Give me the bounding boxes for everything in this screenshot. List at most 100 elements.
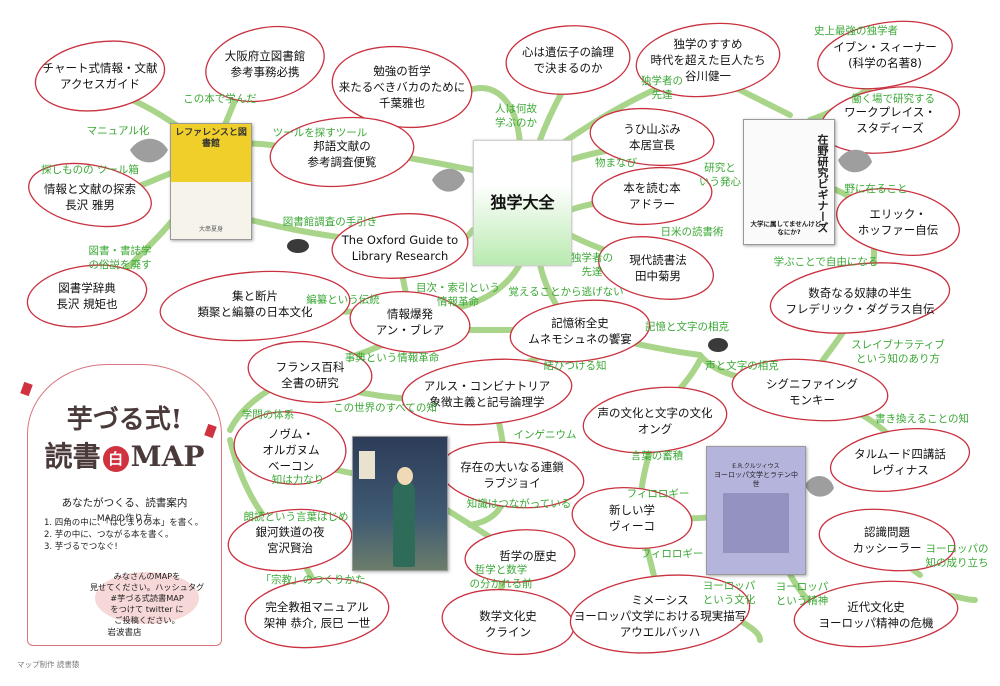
- title-line2-left: 読書: [44, 440, 101, 473]
- book-node-ninshiki[interactable]: 認識問題 カッシーラー: [853, 524, 922, 556]
- howto-step: 2. 芋の中に、つながる本を書く。: [44, 530, 174, 540]
- book-node-signify[interactable]: シグニファイング モンキー: [766, 376, 858, 408]
- book-node-label: エリック・ ホッファー自伝: [857, 207, 939, 237]
- book-node-toshogaku[interactable]: 図書学辞典 長沢 規矩也: [56, 280, 117, 312]
- link-label: この本で学んだ: [183, 93, 257, 105]
- book-node-tetsugaku[interactable]: 哲学の歴史: [499, 548, 557, 564]
- credit: マップ制作 読書猿: [17, 660, 80, 669]
- link-label: 学問の体系: [241, 409, 295, 421]
- link-label: 研究と いう発心: [699, 162, 741, 188]
- link-label: 言葉の蓄積: [630, 450, 684, 462]
- link-label: 独学者の 先達: [641, 75, 683, 101]
- link-label: 働く場で研究する: [851, 93, 935, 105]
- book-cover-galaxy-manga: [352, 436, 448, 571]
- link-label: マニュアル化: [86, 125, 150, 137]
- title-line2-right: MAP: [130, 440, 205, 473]
- link-label: 朗読という言葉はじめ: [243, 511, 349, 523]
- book-node-galaxy[interactable]: 銀河鉄道の夜 宮沢賢治: [256, 524, 325, 556]
- book-node-eric[interactable]: エリック・ ホッファー自伝: [858, 206, 939, 238]
- mole-icon: [708, 338, 728, 352]
- book-node-sagashi[interactable]: 情報と文献の探索 長沢 雅男: [44, 181, 136, 213]
- link-label: インゲニウム: [513, 429, 577, 441]
- book-node-shu-dan[interactable]: 集と断片 類聚と編纂の日本文化: [198, 288, 313, 320]
- book-node-atarashii[interactable]: 新しい学 ヴィーコ: [609, 502, 655, 534]
- book-node-label: 独学のすすめ 時代を超えた巨人たち 谷川健一: [650, 37, 766, 83]
- publisher: 岩波書店: [107, 628, 142, 638]
- book-node-hojin[interactable]: 邦語文献の 参考調査便覧: [308, 138, 377, 170]
- book-node-label: チャート式情報・文献 アクセスガイド: [42, 61, 158, 91]
- link-label: 物まなび: [595, 157, 637, 169]
- book-node-joho-bakuhatsu[interactable]: 情報爆発 アン・ブレア: [376, 306, 445, 338]
- title-line1: 芋づる式!: [66, 405, 183, 435]
- book-node-label: 数学文化史 クライン: [479, 609, 537, 639]
- book-node-label: 現代読書法 田中菊男: [629, 253, 687, 283]
- book-node-sonzai[interactable]: 存在の大いなる連鎖 ラブジョイ: [460, 459, 564, 491]
- book-node-label: うひ山ぶみ 本居宣長: [623, 122, 681, 152]
- book-node-osaka[interactable]: 大阪府立図書館 参考事務必携: [225, 48, 306, 80]
- book-node-label: 完全教祖マニュアル 架神 恭介, 辰巳 一世: [263, 600, 371, 630]
- book-node-label: The Oxford Guide to Library Research: [341, 233, 459, 263]
- book-node-ibun[interactable]: イブン・スィーナー (科学の名著8): [833, 39, 937, 71]
- book-node-honwoyomu[interactable]: 本を読む本 アドラー: [623, 180, 681, 212]
- book-node-uhiyamabumi[interactable]: うひ山ぶみ 本居宣長: [623, 121, 681, 153]
- book-node-kindai[interactable]: 近代文化史 ヨーロッパ精神の危機: [819, 599, 934, 631]
- book-node-kyoso[interactable]: 完全教祖マニュアル 架神 恭介, 辰巳 一世: [264, 599, 371, 631]
- link-label: 結びつける知: [543, 360, 607, 372]
- book-node-label: ノヴム・ オルガヌム ベーコン: [262, 427, 320, 473]
- howto-step: 3. 芋づるでつなぐ!: [44, 542, 118, 552]
- book-node-douglass[interactable]: 数奇なる奴隷の半生 フレデリック・ダグラス自伝: [785, 285, 934, 317]
- book-node-benkyo[interactable]: 勉強の哲学 来たるべきバカのために 千葉雅也: [339, 63, 466, 111]
- link-label: 「宗教」のつくりかた: [260, 574, 366, 586]
- link-label: 記憶と文字の相克: [645, 321, 729, 333]
- link-label: フィロロギー: [626, 488, 690, 500]
- link-label: ヨーロッパ という文化: [702, 580, 756, 606]
- cover-title: ヨーロッパ文学とラテン中世: [714, 471, 798, 488]
- book-node-workplace[interactable]: ワークプレイス・ スタディーズ: [844, 104, 936, 136]
- book-node-ars[interactable]: アルス・コンビナトリア 象徴主義と記号論理学: [424, 378, 550, 410]
- book-node-kokoro[interactable]: 心は遺伝子の論理 で決まるのか: [522, 44, 614, 76]
- center-book[interactable]: 独学大全: [473, 140, 572, 266]
- title-line2-mid: 白: [102, 445, 129, 472]
- book-node-label: シグニファイング モンキー: [766, 377, 858, 407]
- link-label: ヨーロッパの 知の成り立ち: [925, 543, 989, 569]
- mole-icon: [287, 239, 309, 253]
- decorations: [51, 138, 872, 611]
- book-node-koe[interactable]: 声の文化と文字の文化 オング: [598, 405, 713, 437]
- cover-title: 在野研究ビギナーズ: [816, 134, 829, 233]
- book-node-label: アルス・コンビナトリア 象徴主義と記号論理学: [423, 379, 551, 409]
- link-label: 事典という情報革命: [344, 352, 440, 364]
- cover-author: E.R.クルツィウス: [732, 463, 780, 470]
- book-node-france[interactable]: フランス百科 全書の研究: [276, 359, 345, 391]
- gray-leaf-icon: [838, 149, 872, 173]
- book-node-talmud[interactable]: タルムード四講話 レヴィナス: [854, 446, 946, 478]
- book-node-suugaku[interactable]: 数学文化史 クライン: [479, 608, 537, 640]
- book-node-novum[interactable]: ノヴム・ オルガヌム ベーコン: [262, 426, 319, 474]
- book-node-label: 勉強の哲学 来たるべきバカのために 千葉雅也: [338, 64, 466, 110]
- book-node-label: 本を読む本 アドラー: [623, 181, 681, 211]
- book-node-chart-info[interactable]: チャート式情報・文献 アクセスガイド: [43, 60, 158, 92]
- book-node-dokugaku-susume[interactable]: 独学のすすめ 時代を超えた巨人たち 谷川健一: [651, 36, 766, 84]
- book-node-label: 存在の大いなる連鎖 ラブジョイ: [460, 460, 564, 490]
- link-label: 図書館調査の手引き: [282, 216, 378, 228]
- book-node-label: 情報と文献の探索 長沢 雅男: [44, 182, 136, 212]
- book-node-label: フランス百科 全書の研究: [275, 360, 345, 390]
- book-node-label: 図書学辞典 長沢 規矩也: [56, 281, 118, 311]
- book-node-label: 認識問題 カッシーラー: [852, 525, 922, 555]
- book-node-mimesis[interactable]: ミメーシス ヨーロッパ文学における現実描写 アウエルバッハ: [574, 592, 747, 640]
- link-label: 覚えることから逃げない: [508, 286, 624, 298]
- link-label: 書き換えることの知: [874, 413, 970, 425]
- link-label: 独学者の 先達: [571, 252, 613, 278]
- book-node-gendai[interactable]: 現代読書法 田中菊男: [629, 252, 687, 284]
- link-label: 人は何故 学ぶのか: [495, 103, 537, 129]
- book-node-label: 心は遺伝子の論理 で決まるのか: [522, 45, 614, 75]
- book-node-label: 近代文化史 ヨーロッパ精神の危機: [818, 600, 934, 630]
- book-node-kioku[interactable]: 記憶術全史 ムネモシュネの饗宴: [528, 315, 632, 347]
- link-label: 知識はつながっている: [466, 498, 572, 510]
- book-cover-zaiya: 在野研究ビギナーズ 大学に属してませんけど、なにか?: [743, 119, 835, 245]
- link-label: 野に在ること: [844, 183, 908, 195]
- book-node-oxford[interactable]: The Oxford Guide to Library Research: [342, 232, 458, 264]
- link-label: 哲学と数学 の分かれる前: [469, 564, 533, 590]
